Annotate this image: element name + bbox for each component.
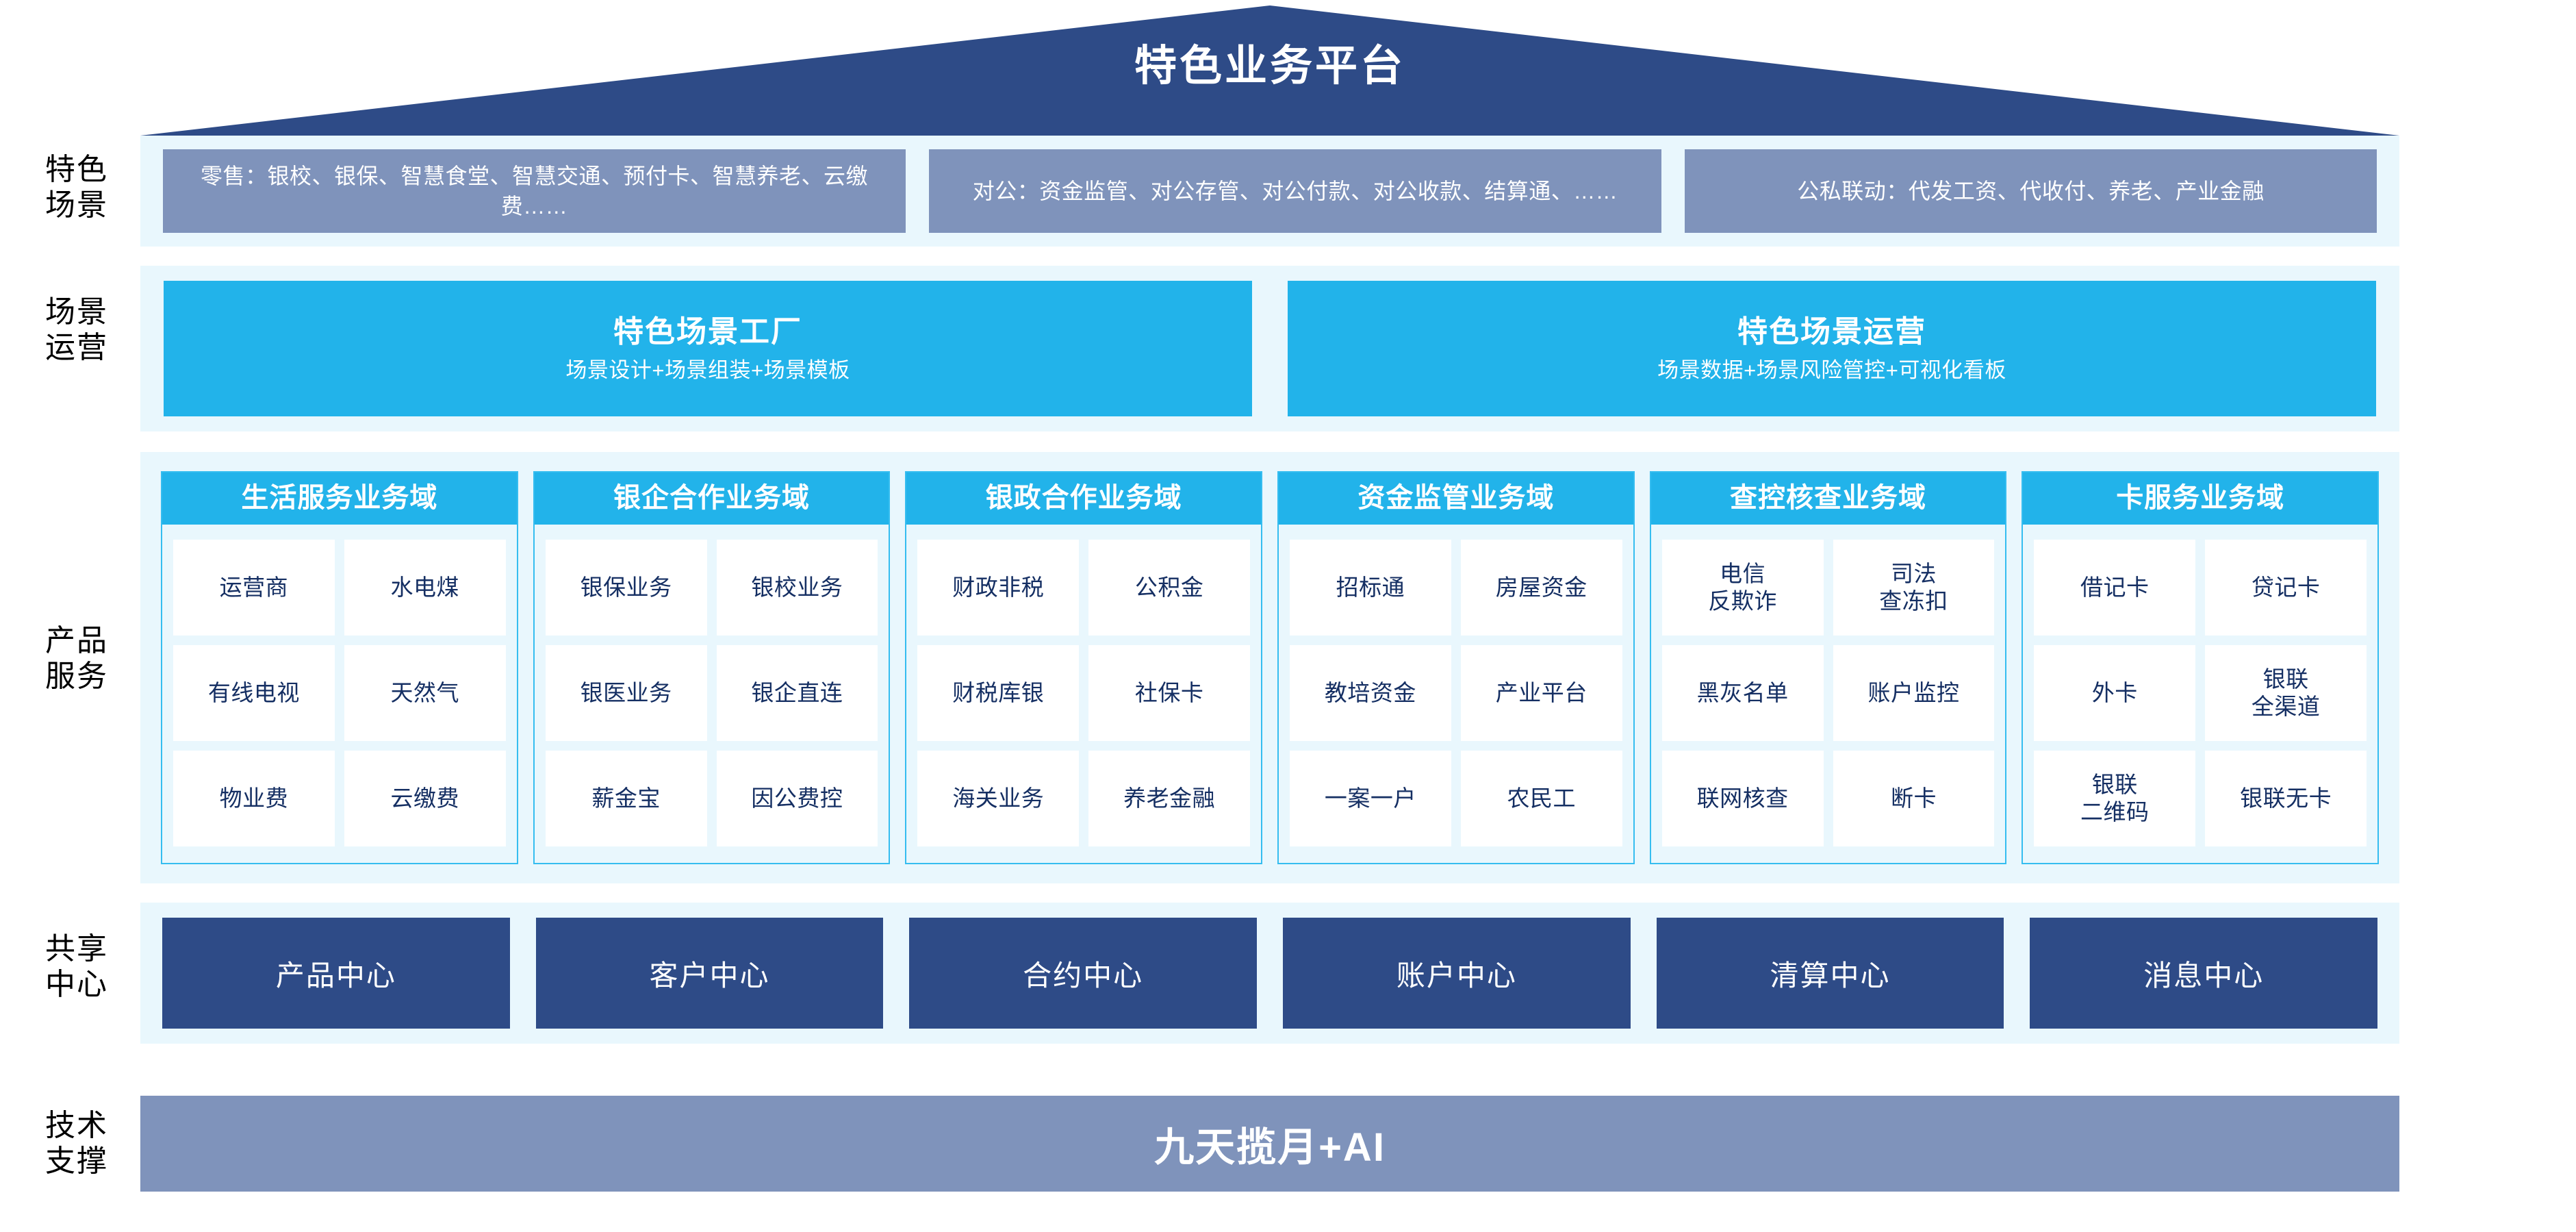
domain-item[interactable]: 招标通 bbox=[1290, 540, 1451, 636]
domain-card-bank-enterprise[interactable]: 银企合作业务域 银保业务 银校业务 银医业务 银企直连 薪金宝 因公费控 bbox=[533, 471, 891, 864]
domain-item[interactable]: 因公费控 bbox=[716, 751, 878, 846]
row-label-product: 产品服务 bbox=[45, 624, 108, 693]
operation-card-operations[interactable]: 特色场景运营 场景数据+场景风险管控+可视化看板 bbox=[1288, 281, 2376, 416]
domain-item[interactable]: 公积金 bbox=[1088, 540, 1251, 636]
domain-item[interactable]: 联网核查 bbox=[1661, 751, 1824, 846]
domain-item-grid: 银保业务 银校业务 银医业务 银企直连 薪金宝 因公费控 bbox=[535, 525, 889, 863]
scenario-card-retail[interactable]: 零售：银校、银保、智慧食堂、智慧交通、预付卡、智慧养老、云缴费…… bbox=[163, 149, 906, 233]
operation-title: 特色场景运营 bbox=[1737, 314, 1926, 349]
domain-card-fund-supervision[interactable]: 资金监管业务域 招标通 房屋资金 教培资金 产业平台 一案一户 农民工 bbox=[1277, 471, 1635, 864]
domain-item[interactable]: 账户监控 bbox=[1833, 645, 1995, 741]
shared-center-account[interactable]: 账户中心 bbox=[1283, 918, 1631, 1029]
row-label-scenario: 特色场景 bbox=[45, 153, 108, 222]
shared-center-contract[interactable]: 合约中心 bbox=[909, 918, 1258, 1029]
domain-item-grid: 运营商 水电煤 有线电视 天然气 物业费 云缴费 bbox=[162, 525, 517, 863]
domain-item[interactable]: 司法 查冻扣 bbox=[1833, 540, 1995, 636]
domain-item[interactable]: 养老金融 bbox=[1088, 751, 1251, 846]
domain-item[interactable]: 产业平台 bbox=[1460, 645, 1622, 741]
domain-item[interactable]: 财政非税 bbox=[917, 540, 1080, 636]
domain-item[interactable]: 外卡 bbox=[2034, 645, 2196, 741]
operation-subtitle: 场景数据+场景风险管控+可视化看板 bbox=[1657, 357, 2006, 382]
product-band: 生活服务业务域 运营商 水电煤 有线电视 天然气 物业费 云缴费 银企合作业务域… bbox=[140, 452, 2399, 883]
domain-item[interactable]: 房屋资金 bbox=[1460, 540, 1622, 636]
shared-center-band: 产品中心 客户中心 合约中心 账户中心 清算中心 消息中心 bbox=[140, 903, 2399, 1044]
domain-item[interactable]: 水电煤 bbox=[344, 540, 506, 636]
row-label-shared: 共享中心 bbox=[45, 932, 108, 1001]
domain-item[interactable]: 银校业务 bbox=[716, 540, 878, 636]
domain-item[interactable]: 贷记卡 bbox=[2205, 540, 2367, 636]
shared-center-customer[interactable]: 客户中心 bbox=[535, 918, 884, 1029]
domain-item[interactable]: 农民工 bbox=[1460, 751, 1622, 846]
domain-item[interactable]: 黑灰名单 bbox=[1661, 645, 1824, 741]
domain-item[interactable]: 银保业务 bbox=[545, 540, 707, 636]
roof-triangle-icon bbox=[140, 5, 2399, 136]
domain-item[interactable]: 银医业务 bbox=[545, 645, 707, 741]
domain-item[interactable]: 社保卡 bbox=[1088, 645, 1251, 741]
domain-item[interactable]: 借记卡 bbox=[2034, 540, 2196, 636]
domain-item-grid: 招标通 房屋资金 教培资金 产业平台 一案一户 农民工 bbox=[1279, 525, 1633, 863]
domain-item[interactable]: 云缴费 bbox=[344, 751, 506, 846]
domain-item[interactable]: 薪金宝 bbox=[545, 751, 707, 846]
row-label-operation: 场景运营 bbox=[45, 295, 108, 364]
domain-title: 卡服务业务域 bbox=[2023, 473, 2378, 525]
shared-center-message[interactable]: 消息中心 bbox=[2030, 918, 2378, 1029]
operation-subtitle: 场景设计+场景组装+场景模板 bbox=[565, 357, 850, 382]
domain-card-life-service[interactable]: 生活服务业务域 运营商 水电煤 有线电视 天然气 物业费 云缴费 bbox=[161, 471, 518, 864]
row-label-tech: 技术支撑 bbox=[45, 1109, 108, 1178]
domain-item[interactable]: 有线电视 bbox=[173, 645, 335, 741]
domain-title: 资金监管业务域 bbox=[1279, 473, 1633, 525]
operation-card-factory[interactable]: 特色场景工厂 场景设计+场景组装+场景模板 bbox=[164, 281, 1252, 416]
domain-item[interactable]: 断卡 bbox=[1833, 751, 1995, 846]
domain-title: 银政合作业务域 bbox=[906, 473, 1262, 525]
operation-title: 特色场景工厂 bbox=[613, 314, 802, 349]
domain-item[interactable]: 银企直连 bbox=[716, 645, 878, 741]
domain-title: 查控核查业务域 bbox=[1650, 473, 2006, 525]
domain-item[interactable]: 银联 全渠道 bbox=[2205, 645, 2367, 741]
domain-item[interactable]: 财税库银 bbox=[917, 645, 1080, 741]
domain-item[interactable]: 天然气 bbox=[344, 645, 506, 741]
domain-title: 银企合作业务域 bbox=[534, 473, 889, 525]
shared-center-settlement[interactable]: 清算中心 bbox=[1656, 918, 2004, 1029]
domain-title: 生活服务业务域 bbox=[162, 473, 517, 525]
domain-item[interactable]: 银联 二维码 bbox=[2034, 751, 2196, 846]
shared-center-product[interactable]: 产品中心 bbox=[162, 918, 510, 1029]
domain-item[interactable]: 运营商 bbox=[173, 540, 335, 636]
scenario-band: 零售：银校、银保、智慧食堂、智慧交通、预付卡、智慧养老、云缴费…… 对公：资金监… bbox=[140, 136, 2399, 247]
domain-item[interactable]: 教培资金 bbox=[1290, 645, 1451, 741]
domain-item-grid: 电信 反欺诈 司法 查冻扣 黑灰名单 账户监控 联网核查 断卡 bbox=[1651, 525, 2006, 863]
domain-item-grid: 借记卡 贷记卡 外卡 银联 全渠道 银联 二维码 银联无卡 bbox=[2023, 525, 2377, 863]
scenario-card-linkage[interactable]: 公私联动：代发工资、代收付、养老、产业金融 bbox=[1685, 149, 2377, 233]
roof-banner: 特色业务平台 bbox=[140, 5, 2399, 136]
tech-support-bar[interactable]: 九天揽月+AI bbox=[140, 1096, 2399, 1192]
domain-item-grid: 财政非税 公积金 财税库银 社保卡 海关业务 养老金融 bbox=[906, 525, 1261, 863]
page-title: 特色业务平台 bbox=[1134, 42, 1405, 90]
domain-card-investigation-control[interactable]: 查控核查业务域 电信 反欺诈 司法 查冻扣 黑灰名单 账户监控 联网核查 断卡 bbox=[1649, 471, 2007, 864]
domain-card-card-service[interactable]: 卡服务业务域 借记卡 贷记卡 外卡 银联 全渠道 银联 二维码 银联无卡 bbox=[2022, 471, 2380, 864]
domain-item[interactable]: 银联无卡 bbox=[2205, 751, 2367, 846]
scenario-card-corporate[interactable]: 对公：资金监管、对公存管、对公付款、对公收款、结算通、…… bbox=[929, 149, 1661, 233]
domain-card-bank-government[interactable]: 银政合作业务域 财政非税 公积金 财税库银 社保卡 海关业务 养老金融 bbox=[905, 471, 1263, 864]
domain-item[interactable]: 一案一户 bbox=[1290, 751, 1451, 846]
tech-support-band: 九天揽月+AI bbox=[140, 1096, 2399, 1192]
operation-band: 特色场景工厂 场景设计+场景组装+场景模板 特色场景运营 场景数据+场景风险管控… bbox=[140, 266, 2399, 431]
domain-item[interactable]: 海关业务 bbox=[917, 751, 1080, 846]
domain-item[interactable]: 物业费 bbox=[173, 751, 335, 846]
domain-item[interactable]: 电信 反欺诈 bbox=[1661, 540, 1824, 636]
